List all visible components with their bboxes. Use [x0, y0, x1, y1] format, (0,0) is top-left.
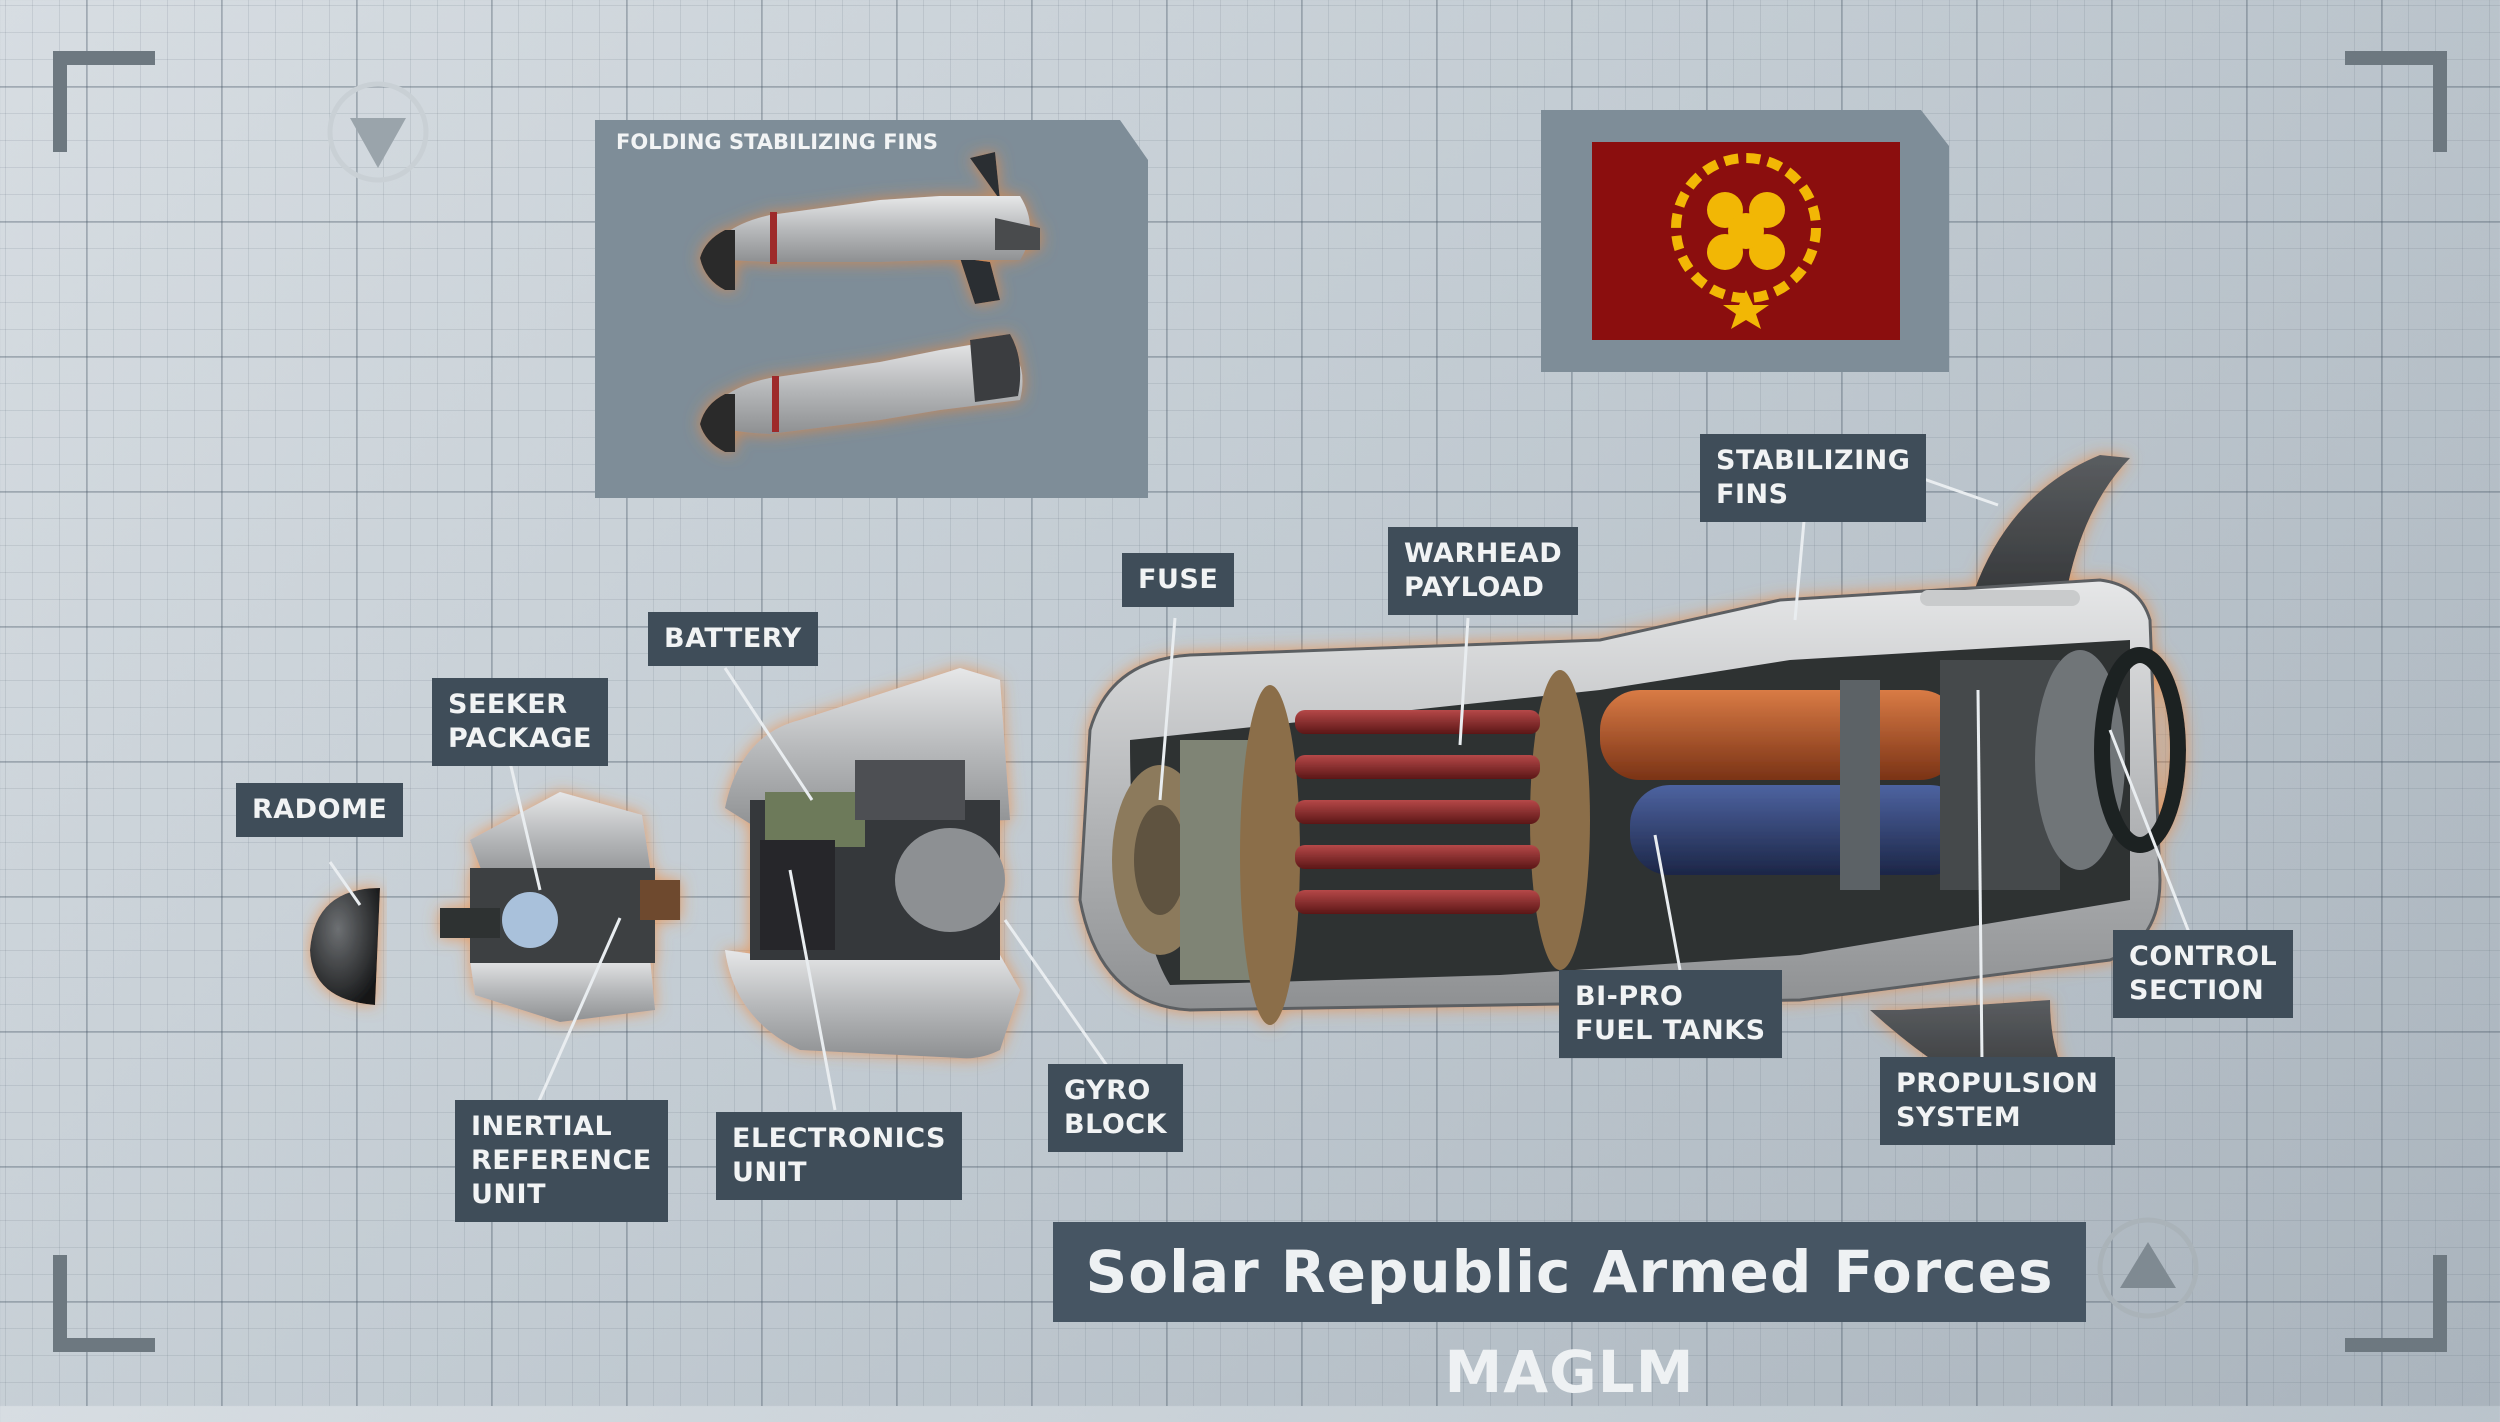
- label-electronics-unit: ELECTRONICS UNIT: [716, 1112, 962, 1200]
- laurel-emblem: [1671, 153, 1821, 329]
- label-warhead-payload: WARHEAD PAYLOAD: [1388, 527, 1579, 615]
- label-fuse: FUSE: [1122, 553, 1235, 607]
- label-radome: RADOME: [236, 783, 404, 837]
- electronics-section: [725, 668, 1020, 1059]
- folding-fin-missile-1: [700, 152, 1040, 304]
- label-seeker-package: SEEKER PACKAGE: [432, 678, 608, 766]
- folding-fins-title: FOLDING STABILIZING FINS: [616, 130, 939, 154]
- label-battery: BATTERY: [648, 612, 818, 666]
- seeker-package: [440, 792, 680, 1022]
- folding-fins-panel: [595, 120, 1148, 498]
- triangle-down-icon[interactable]: [327, 81, 429, 183]
- leader-lines: [328, 468, 2192, 1111]
- triangle-up-icon[interactable]: [2097, 1217, 2199, 1319]
- label-inertial-reference-unit: INERTIAL REFERENCE UNIT: [455, 1100, 668, 1222]
- folding-fin-missile-2: [700, 334, 1023, 452]
- diagram-title: Solar Republic Armed Forces MAGLM: [1053, 1222, 2086, 1406]
- label-stabilizing-fins: STABILIZING FINS: [1700, 434, 1927, 522]
- radome: [310, 888, 380, 1005]
- label-control-section: CONTROL SECTION: [2113, 930, 2294, 1018]
- label-bi-pro-fuel-tanks: BI-PRO FUEL TANKS: [1559, 970, 1782, 1058]
- label-gyro-block: GYRO BLOCK: [1048, 1064, 1184, 1152]
- label-propulsion-system: PROPULSION SYSTEM: [1880, 1057, 2115, 1145]
- corner-bracket-icon: [53, 51, 2447, 1352]
